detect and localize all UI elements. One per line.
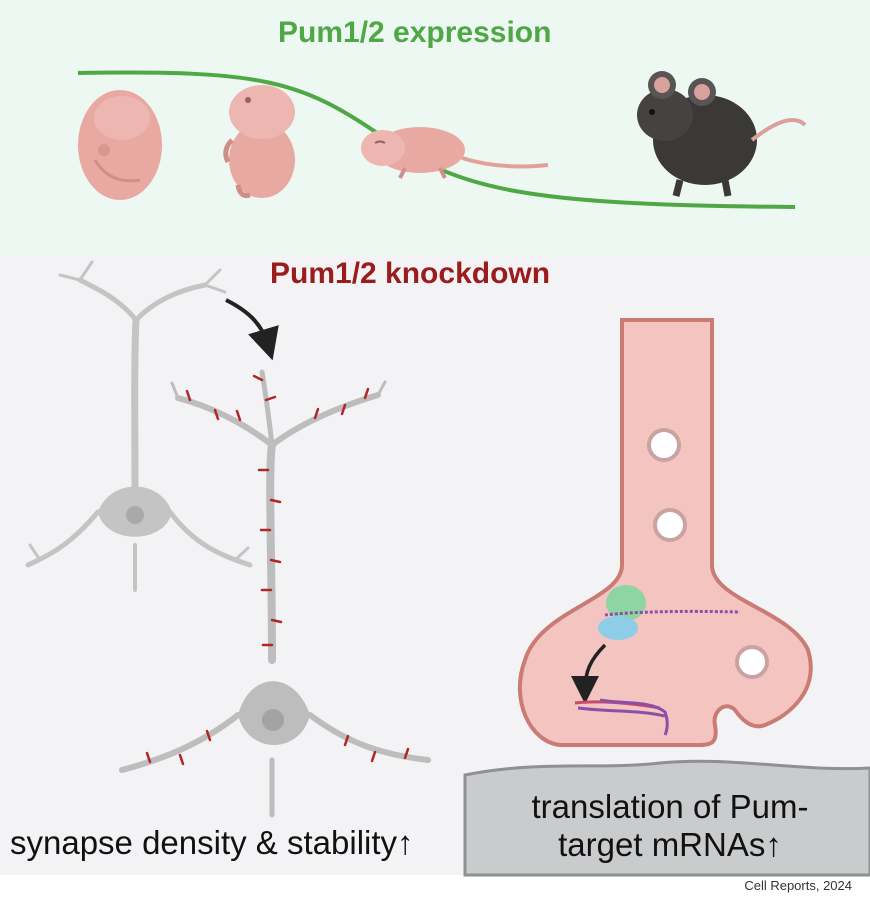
knockdown-title: Pum1/2 knockdown <box>270 257 551 290</box>
protein-product-icon <box>574 698 669 736</box>
embryo-late-icon <box>223 85 295 198</box>
arrow-icon <box>225 298 279 361</box>
embryo-early-icon <box>78 90 162 200</box>
postsynaptic-membrane <box>463 759 870 877</box>
adult-mouse-icon <box>637 71 807 197</box>
synaptic-terminal-icon <box>518 318 813 747</box>
pup-icon <box>361 127 549 179</box>
translation-caption: translation of Pum- target mRNAs↑ <box>470 788 870 864</box>
translation-arrow-icon <box>571 643 607 704</box>
translation-caption-line1: translation of Pum- <box>531 788 809 825</box>
translation-caption-line2: target mRNAs↑ <box>558 826 782 863</box>
knockdown-neuron-spines <box>145 374 410 766</box>
citation: Cell Reports, 2024 <box>744 878 852 893</box>
knockdown-neuron-soma <box>238 681 310 745</box>
mrna-icon <box>604 609 741 617</box>
expression-title: Pum1/2 expression <box>278 16 552 49</box>
control-neuron-soma <box>98 486 172 537</box>
synapse-caption: synapse density & stability↑ <box>10 824 414 861</box>
control-neuron-icon <box>25 260 253 592</box>
knockdown-neuron-icon <box>119 369 431 818</box>
